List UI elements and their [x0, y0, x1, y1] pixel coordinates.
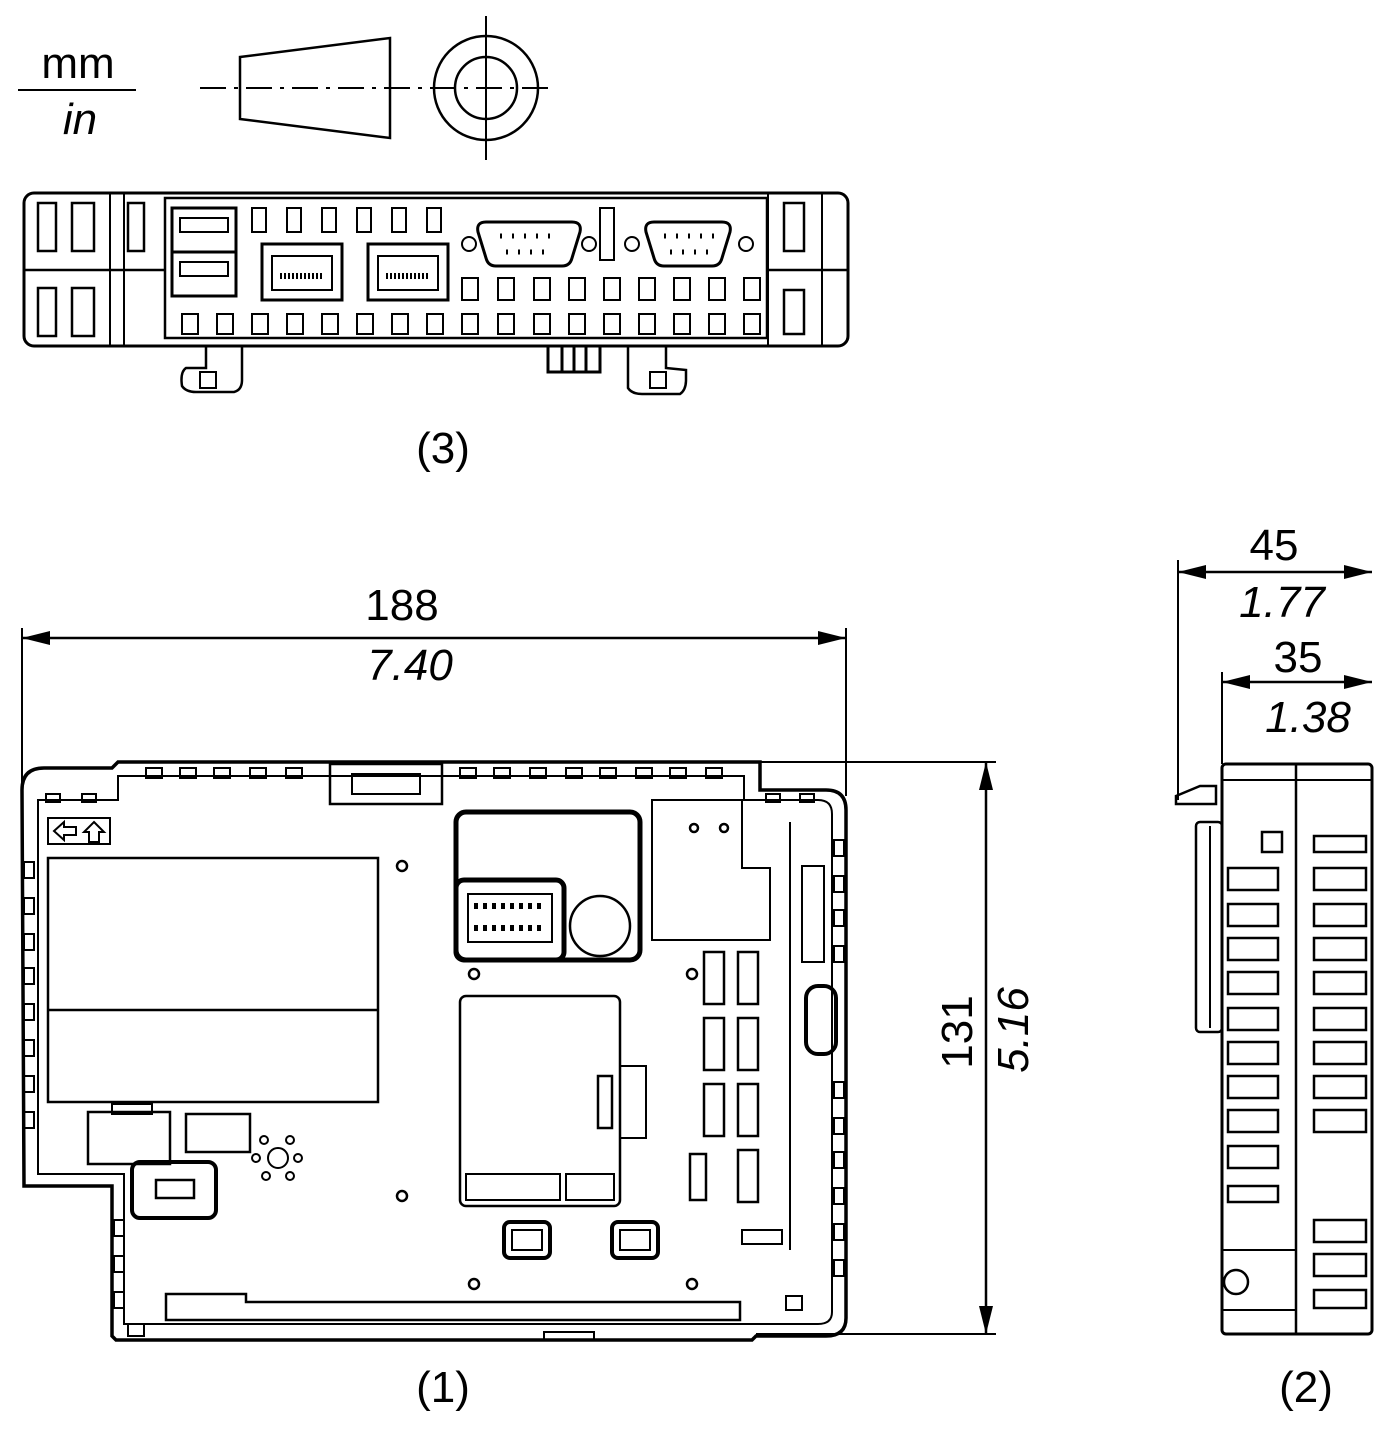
- depth-dimension: 45 1.77 35 1.38: [1177, 521, 1372, 800]
- height-dimension: 131 5.16: [756, 761, 1038, 1335]
- rear-view: [20, 760, 848, 1342]
- width-mm: 188: [365, 581, 438, 630]
- unit-mm: mm: [41, 39, 114, 88]
- height-mm: 131: [933, 995, 982, 1068]
- view-label-side: (2): [1279, 1363, 1333, 1412]
- arrows-icon: [47, 817, 111, 845]
- depth-total-mm: 45: [1250, 521, 1299, 570]
- width-in: 7.40: [367, 641, 453, 690]
- width-dimension: 188 7.40: [21, 581, 847, 796]
- depth-total-in: 1.77: [1239, 578, 1326, 627]
- depth-body-mm: 35: [1274, 633, 1323, 682]
- unit-in: in: [63, 95, 97, 144]
- height-in: 5.16: [989, 987, 1038, 1073]
- side-view: [1174, 762, 1374, 1336]
- depth-body-in: 1.38: [1265, 693, 1351, 742]
- projection-symbol-icon: [200, 16, 556, 160]
- bottom-view: [22, 191, 850, 396]
- units-legend: mm in: [18, 39, 136, 144]
- view-label-bottom: (3): [416, 424, 470, 473]
- view-label-rear: (1): [416, 1363, 470, 1412]
